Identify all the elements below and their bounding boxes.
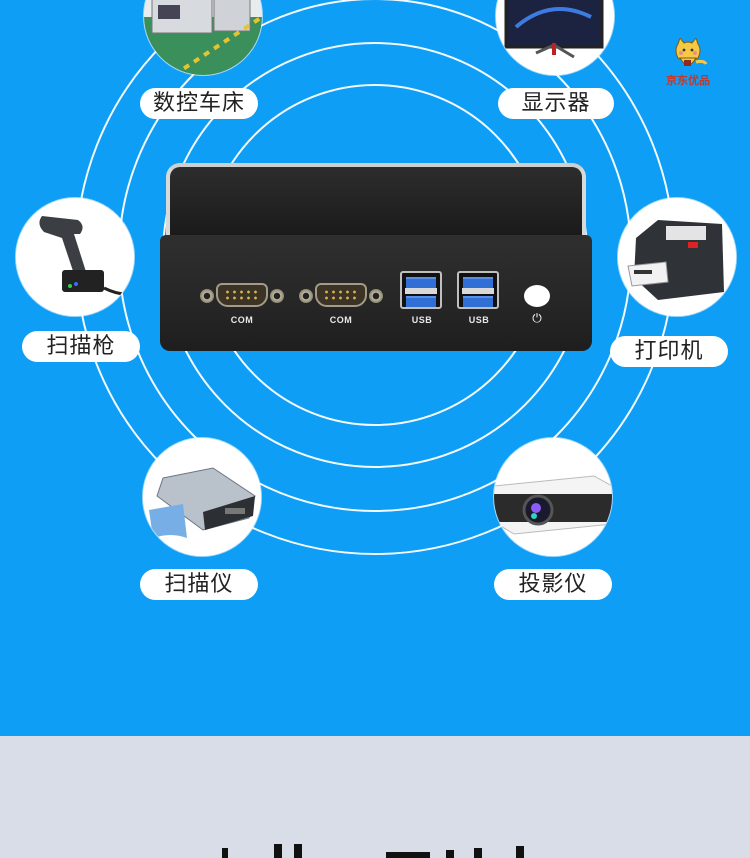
peripheral-label-barcode-scanner: 扫描枪 bbox=[22, 331, 140, 362]
peripheral-label-flatbed-scanner: 扫描仪 bbox=[140, 569, 258, 600]
cat-mascot-icon bbox=[675, 36, 708, 66]
flatbed-scanner-image bbox=[143, 438, 261, 556]
mini-pc-lid bbox=[166, 163, 586, 241]
peripheral-label-cnc-lathe: 数控车床 bbox=[140, 88, 258, 119]
peripheral-label-projector: 投影仪 bbox=[494, 569, 612, 600]
peripheral-label-monitor: 显示器 bbox=[498, 88, 614, 119]
logo-text: 京东优品 bbox=[666, 74, 710, 87]
power-button bbox=[524, 285, 550, 307]
peripheral-label-label-printer: 打印机 bbox=[610, 336, 728, 367]
section-heading-cropped bbox=[210, 838, 540, 858]
mini-pc: COM COM USB USB ⏻ bbox=[160, 163, 592, 353]
com-port-2-label: COM bbox=[329, 315, 353, 325]
com-port-1 bbox=[198, 283, 286, 307]
usb-port-2-label: USB bbox=[468, 315, 490, 325]
power-icon: ⏻ bbox=[532, 311, 542, 325]
jd-youpin-logo: 京东优品 bbox=[658, 36, 718, 90]
usb-port-1 bbox=[400, 271, 442, 309]
label-printer-image bbox=[618, 198, 736, 316]
barcode-scanner-image bbox=[16, 198, 134, 316]
usb-port-2 bbox=[457, 271, 499, 309]
com-port-1-label: COM bbox=[230, 315, 254, 325]
projector-image bbox=[494, 438, 612, 556]
com-port-2 bbox=[297, 283, 385, 307]
usb-port-1-label: USB bbox=[411, 315, 433, 325]
hero-section: 京东优品 数控车床 显示器 扫描枪 bbox=[0, 0, 750, 736]
